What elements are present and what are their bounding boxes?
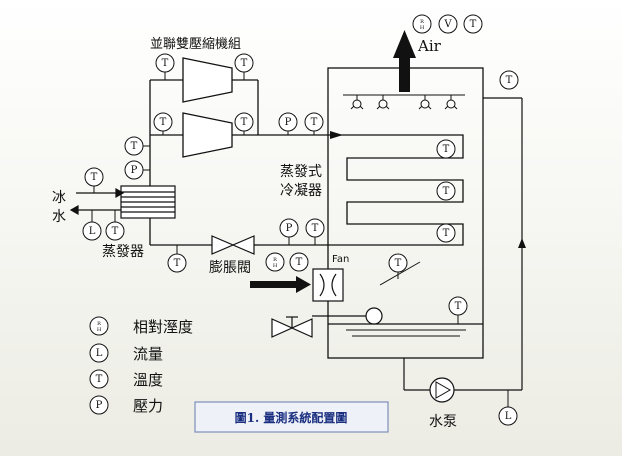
inlet-humidity-sensor [265, 252, 285, 272]
legend-pressure-label: 壓力 [133, 397, 163, 415]
coil-temp-sensor-3 [436, 223, 456, 243]
figure-caption: 圖1. 量測系統配置圖 [235, 410, 348, 425]
ambient-temp-sensor [499, 70, 519, 90]
pump-label: 水泵 [429, 414, 457, 430]
air-inlet-arrow [250, 276, 311, 293]
legend-item-flow: 流量 [89, 343, 163, 363]
compressor1-outlet-temp-sensor [234, 53, 254, 73]
makeup-water-valve [271, 316, 313, 338]
chilled-water-out-temp-sensor [105, 221, 125, 241]
evaporator [120, 185, 176, 219]
condenser-label-1: 蒸發式 [280, 164, 322, 180]
circulation-flow-sensor [498, 406, 518, 426]
air-label: Air [417, 37, 442, 55]
flow-arrow-return [518, 238, 526, 248]
spray-nozzles [343, 94, 465, 110]
water-pump [429, 377, 455, 403]
suction-temp-sensor [124, 136, 144, 156]
air-humidity-sensor [412, 14, 432, 34]
legend: 相對溼度 流量 溫度 壓力 [89, 316, 193, 415]
air-outlet-arrow [393, 30, 416, 92]
tower-air-temp-sensor [388, 253, 408, 273]
compressor2-outlet-temp-sensor [234, 112, 254, 132]
air-temperature-sensor [463, 14, 483, 34]
condenser-coil [258, 134, 464, 246]
compressor2-inlet-temp-sensor [153, 112, 173, 132]
discharge-temp-sensor [304, 112, 324, 132]
suction-pressure-sensor [124, 160, 144, 180]
chilled-water-label-1: 冰 [52, 190, 66, 206]
expansion-valve-label: 膨脹閥 [209, 259, 251, 276]
evaporator-label: 蒸發器 [102, 244, 144, 260]
evaporator-outlet-temp-sensor [167, 253, 187, 273]
legend-temperature-icon [89, 369, 109, 389]
legend-flow-label: 流量 [133, 345, 163, 363]
expansion-valve [211, 235, 255, 255]
legend-item-humidity: 相對溼度 [89, 316, 193, 336]
legend-flow-icon [89, 343, 109, 363]
legend-item-temperature: 溫度 [89, 369, 163, 389]
compressor-2 [182, 112, 233, 158]
chilled-water-flow-sensor [82, 221, 102, 241]
liquid-pressure-sensor [279, 218, 299, 238]
compressor-1 [182, 57, 233, 103]
fan [312, 268, 344, 302]
drift-eliminator [379, 261, 421, 286]
legend-temperature-label: 溫度 [133, 371, 163, 389]
discharge-pressure-sensor [278, 112, 298, 132]
chilled-water-lines [69, 187, 125, 216]
legend-humidity-icon [89, 316, 109, 336]
condenser-label-2: 冷凝器 [280, 183, 322, 199]
flow-arrow-condenser [330, 131, 343, 139]
inlet-air-temp-sensor [289, 252, 309, 272]
caption-box [194, 401, 389, 433]
chilled-water-in-temp-sensor [84, 167, 104, 187]
compressor1-inlet-temp-sensor [155, 53, 175, 73]
chilled-water-label-2: 水 [52, 209, 66, 225]
liquid-temp-sensor [305, 218, 325, 238]
legend-item-pressure: 壓力 [89, 395, 163, 415]
legend-pressure-icon [89, 395, 109, 415]
basin-water-temp-sensor [448, 296, 468, 316]
coil-temp-sensor-1 [436, 139, 456, 159]
legend-humidity-label: 相對溼度 [133, 318, 193, 336]
fan-label: Fan [332, 254, 349, 265]
float-ball [365, 307, 383, 325]
air-velocity-sensor [438, 14, 458, 34]
compressor-label: 並聯雙壓縮機組 [150, 36, 241, 52]
coil-temp-sensor-2 [436, 181, 456, 201]
